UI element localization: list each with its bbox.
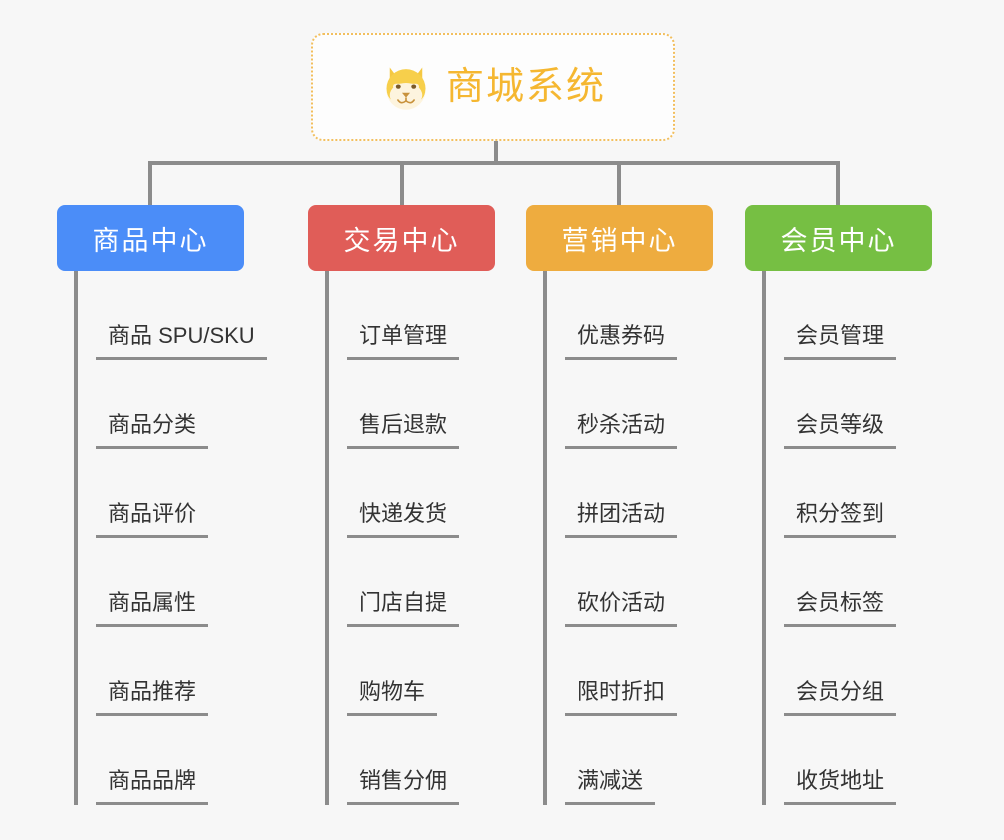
leaf-item-label: 商品分类	[96, 414, 209, 449]
leaf-item-label: 优惠券码	[565, 325, 678, 360]
category-label: 交易中心	[343, 225, 460, 256]
leaf-item-label: 售后退款	[347, 414, 460, 449]
leaf-item[interactable]: 售后退款	[325, 360, 460, 449]
branch-drop-connector-3	[617, 161, 621, 205]
leaf-item-label: 满减送	[565, 770, 656, 805]
leaf-item[interactable]: 销售分佣	[325, 716, 460, 805]
root-title: 商城系统	[445, 66, 606, 108]
branch-trunk	[325, 271, 329, 805]
leaf-item-label: 收货地址	[784, 770, 897, 805]
branch-trunk	[74, 271, 78, 805]
leaf-item-label: 订单管理	[347, 325, 460, 360]
horizontal-bus-connector	[148, 161, 840, 165]
leaf-item-label: 商品 SPU/SKU	[96, 325, 267, 360]
leaf-item-label: 会员分组	[784, 681, 897, 716]
category-label: 会员中心	[780, 225, 897, 256]
branch-member-center: 会员管理会员等级积分签到会员标签会员分组收货地址	[762, 271, 897, 805]
leaf-item-label: 快递发货	[347, 503, 460, 538]
leaf-item[interactable]: 门店自提	[325, 538, 460, 627]
category-box-member-center[interactable]: 会员中心	[745, 205, 932, 271]
branch-trunk	[543, 271, 547, 805]
leaf-item-label: 砍价活动	[565, 592, 678, 627]
leaf-item[interactable]: 积分签到	[762, 449, 897, 538]
leaf-item-label: 积分签到	[784, 503, 897, 538]
root-stem-connector	[494, 141, 498, 164]
leaf-item[interactable]: 快递发货	[325, 449, 460, 538]
branch-trade-center: 订单管理售后退款快递发货门店自提购物车销售分佣	[325, 271, 460, 805]
leaf-item[interactable]: 拼团活动	[543, 449, 678, 538]
leaf-item-label: 购物车	[347, 681, 438, 716]
leaf-item-label: 商品评价	[96, 503, 209, 538]
leaf-item[interactable]: 收货地址	[762, 716, 897, 805]
root-node[interactable]: 商城系统	[311, 33, 675, 141]
branch-drop-connector-1	[148, 161, 152, 205]
leaf-item[interactable]: 商品评价	[74, 449, 267, 538]
leaf-item[interactable]: 会员标签	[762, 538, 897, 627]
category-box-product-center[interactable]: 商品中心	[57, 205, 244, 271]
branch-marketing-center: 优惠券码秒杀活动拼团活动砍价活动限时折扣满减送	[543, 271, 678, 805]
branch-product-center: 商品 SPU/SKU 商品分类商品评价商品属性商品推荐商品品牌	[74, 271, 267, 805]
dog-face-icon	[386, 67, 426, 110]
leaf-item[interactable]: 砍价活动	[543, 538, 678, 627]
branch-drop-connector-2	[400, 161, 404, 205]
leaf-item[interactable]: 商品品牌	[74, 716, 267, 805]
category-label: 商品中心	[92, 225, 209, 256]
leaf-item[interactable]: 商品 SPU/SKU	[74, 271, 267, 360]
leaf-item-label: 商品品牌	[96, 770, 209, 805]
leaf-item[interactable]: 商品属性	[74, 538, 267, 627]
leaf-item[interactable]: 限时折扣	[543, 627, 678, 716]
leaf-item[interactable]: 优惠券码	[543, 271, 678, 360]
leaf-item[interactable]: 会员分组	[762, 627, 897, 716]
leaf-item-label: 商品属性	[96, 592, 209, 627]
leaf-item[interactable]: 商品推荐	[74, 627, 267, 716]
leaf-item[interactable]: 秒杀活动	[543, 360, 678, 449]
branch-drop-connector-4	[836, 161, 840, 205]
leaf-item-label: 销售分佣	[347, 770, 460, 805]
leaf-item[interactable]: 订单管理	[325, 271, 460, 360]
category-box-marketing-center[interactable]: 营销中心	[526, 205, 713, 271]
category-box-trade-center[interactable]: 交易中心	[308, 205, 495, 271]
leaf-item[interactable]: 购物车	[325, 627, 459, 716]
leaf-item-label: 拼团活动	[565, 503, 678, 538]
leaf-item-label: 商品推荐	[96, 681, 209, 716]
leaf-item-label: 秒杀活动	[565, 414, 678, 449]
category-label: 营销中心	[561, 225, 678, 256]
leaf-item-label: 门店自提	[347, 592, 460, 627]
leaf-item[interactable]: 会员等级	[762, 360, 897, 449]
leaf-item-label: 会员标签	[784, 592, 897, 627]
leaf-item-label: 限时折扣	[565, 681, 678, 716]
leaf-item[interactable]: 满减送	[543, 716, 677, 805]
leaf-item[interactable]: 商品分类	[74, 360, 267, 449]
leaf-item-label: 会员管理	[784, 325, 897, 360]
leaf-item[interactable]: 会员管理	[762, 271, 897, 360]
branch-trunk	[762, 271, 766, 805]
leaf-item-label: 会员等级	[784, 414, 897, 449]
